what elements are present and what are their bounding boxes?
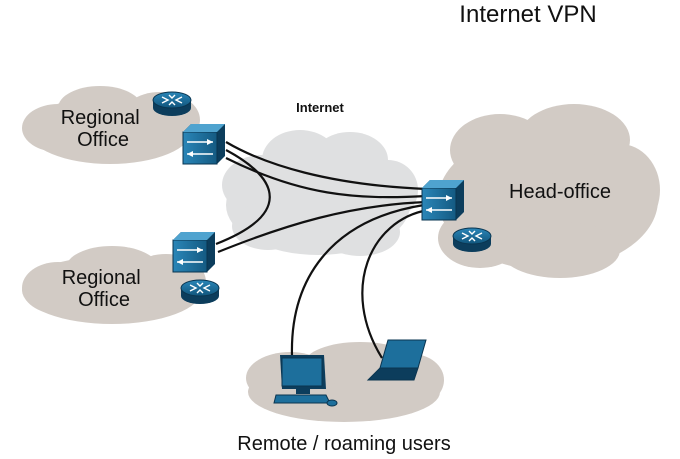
regional-office-top-line-2: Office	[77, 129, 129, 151]
firewall-icon	[421, 180, 464, 221]
diagram-title: Internet VPN	[459, 1, 596, 28]
router-icon	[452, 227, 492, 252]
head-office-label: Head-office	[509, 181, 611, 203]
regional-office-top-line-1: Regional	[61, 107, 140, 129]
desktop-computer-icon	[273, 355, 338, 407]
vpn-links	[215, 141, 429, 359]
internet-cloud	[222, 130, 418, 256]
regional-office-top-label: Regional Office	[61, 107, 146, 151]
link-desktop	[290, 203, 425, 357]
internet-label: Internet	[296, 100, 344, 115]
firewall-icon	[182, 124, 225, 165]
regional-office-bottom-line-2: Office	[78, 289, 130, 311]
firewall-icon	[172, 232, 215, 273]
link-top-office-1	[225, 141, 427, 191]
laptop-icon	[366, 339, 427, 381]
regional-office-bottom-line-1: Regional	[62, 267, 141, 289]
regional-office-bottom-cloud	[22, 246, 206, 324]
router-icon	[180, 279, 220, 304]
link-bottom-office-1	[217, 200, 427, 254]
link-laptop	[361, 208, 429, 359]
router-icon	[152, 91, 192, 116]
link-top-office-2	[215, 149, 271, 246]
link-bottom-office-2	[225, 157, 427, 199]
head-office-cloud	[438, 104, 660, 278]
regional-office-bottom-label: Regional Office	[62, 267, 147, 311]
remote-users-label: Remote / roaming users	[237, 433, 450, 455]
